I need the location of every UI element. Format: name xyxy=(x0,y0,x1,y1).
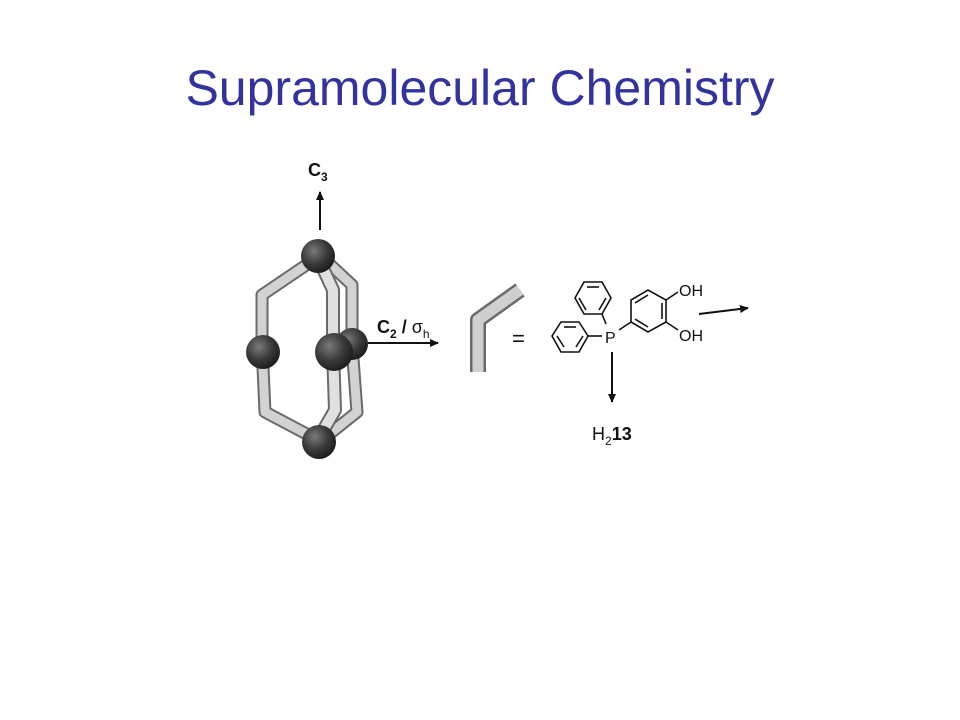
compound-name-number: 13 xyxy=(612,424,632,444)
c3-symbol: C xyxy=(308,160,321,180)
catechol-ring xyxy=(630,289,667,333)
oh-bottom-label: OH xyxy=(679,328,703,345)
slide-title: Supramolecular Chemistry xyxy=(185,60,775,116)
metal-sphere-left xyxy=(246,335,280,369)
equals-sign: = xyxy=(512,326,525,351)
svg-text:C3: C3 xyxy=(308,160,328,184)
metal-sphere-right-front xyxy=(315,333,353,371)
metal-sphere-top xyxy=(301,239,335,273)
oh-top-label: OH xyxy=(679,283,703,300)
helicate-cage xyxy=(246,239,368,459)
c3-axis: C3 xyxy=(308,160,328,230)
c2-axis: C2 / σh xyxy=(368,317,439,347)
phosphorus-label: P xyxy=(605,330,616,347)
sigma-subscript: h xyxy=(423,327,430,341)
compound-name-subscript: 2 xyxy=(605,434,612,448)
compound-name: H213 xyxy=(592,424,632,448)
c2-subscript: 2 xyxy=(390,327,397,341)
svg-text:C2 / σh: C2 / σh xyxy=(377,317,430,341)
ligand-structure xyxy=(551,281,679,353)
strut-fragment xyxy=(470,283,525,372)
helicate-diagram: C3 C2 / σh = xyxy=(246,160,749,459)
c2-separator: / xyxy=(397,317,412,337)
c3-subscript: 3 xyxy=(321,170,328,184)
compound-name-prefix: H xyxy=(592,424,605,444)
c2-symbol: C xyxy=(377,317,390,337)
metal-sphere-bottom xyxy=(302,425,336,459)
ligand-arrow-right xyxy=(698,305,749,315)
sigma-symbol: σ xyxy=(412,317,423,337)
